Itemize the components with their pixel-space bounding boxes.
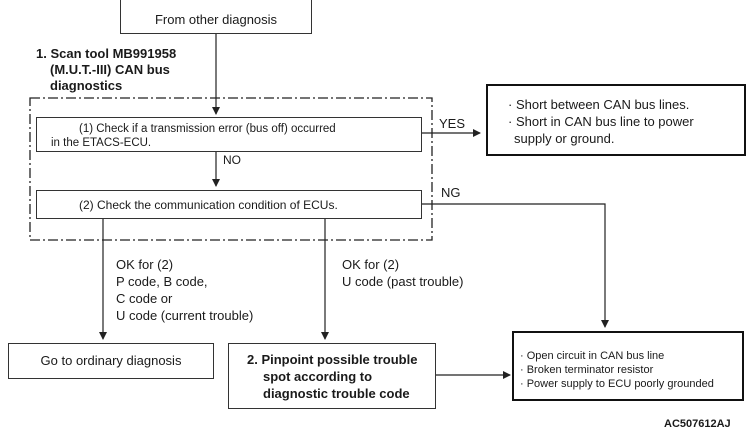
section1-title-line: 1. Scan tool MB991958 <box>36 46 177 61</box>
from-other-diagnosis-label: From other diagnosis <box>154 12 278 27</box>
arrow-ng <box>422 203 609 328</box>
pinpoint-text: 2. Pinpoint possible trouble spot accord… <box>247 351 417 402</box>
branch-left-line: P code, B code, <box>116 274 208 289</box>
branch-left-line: U code (current trouble) <box>116 308 254 323</box>
branch-left-line: OK for (2) <box>116 257 174 272</box>
no-label: NO <box>223 153 241 167</box>
yes-result-item: · Short in CAN bus line to power <box>508 114 694 129</box>
ng-result-text: · Open circuit in CAN bus line · Broken … <box>520 349 714 391</box>
section1-title-line: (M.U.T.-III) CAN bus <box>50 62 170 77</box>
pinpoint-line: spot according to <box>263 369 373 384</box>
ng-result-item: · Power supply to ECU poorly grounded <box>520 378 714 390</box>
pinpoint-box: 2. Pinpoint possible trouble spot accord… <box>228 343 436 409</box>
pinpoint-line: 2. Pinpoint possible trouble <box>247 352 418 367</box>
branch-mid-line: U code (past trouble) <box>342 274 464 289</box>
ng-label: NG <box>441 185 461 200</box>
ng-result-box: · Open circuit in CAN bus line · Broken … <box>512 331 744 401</box>
yes-result-text: · Short between CAN bus lines. · Short i… <box>508 96 694 147</box>
yes-result-item: supply or ground. <box>514 131 615 146</box>
branch-mid-label: OK for (2) U code (past trouble) <box>342 256 463 290</box>
ng-result-item: · Open circuit in CAN bus line <box>520 350 665 362</box>
step2-label: (2) Check the communication condition of… <box>79 198 338 212</box>
from-other-diagnosis-box: From other diagnosis <box>120 0 312 34</box>
step2-box: (2) Check the communication condition of… <box>36 190 422 219</box>
ordinary-diagnosis-box: Go to ordinary diagnosis <box>8 343 214 379</box>
step1-text: (1) Check if a transmission error (bus o… <box>51 122 336 150</box>
yes-result-box: · Short between CAN bus lines. · Short i… <box>486 84 746 156</box>
section1-title: 1. Scan tool MB991958 (M.U.T.-III) CAN b… <box>36 46 176 94</box>
step1-line: in the ETACS-ECU. <box>51 137 152 149</box>
branch-left-line: C code or <box>116 291 173 306</box>
ordinary-diagnosis-label: Go to ordinary diagnosis <box>40 353 182 368</box>
step1-line: (1) Check if a transmission error (bus o… <box>79 123 336 135</box>
pinpoint-line: diagnostic trouble code <box>263 386 410 401</box>
section1-title-line: diagnostics <box>50 78 123 93</box>
branch-mid-line: OK for (2) <box>342 257 400 272</box>
ng-result-item: · Broken terminator resistor <box>520 364 654 376</box>
diagnostics-boundary <box>29 97 433 241</box>
yes-label: YES <box>439 116 466 131</box>
yes-result-item: · Short between CAN bus lines. <box>508 97 690 112</box>
step1-box: (1) Check if a transmission error (bus o… <box>36 117 422 152</box>
figure-code: AC507612AJ <box>664 418 731 430</box>
branch-left-label: OK for (2) P code, B code, C code or U c… <box>116 256 253 324</box>
